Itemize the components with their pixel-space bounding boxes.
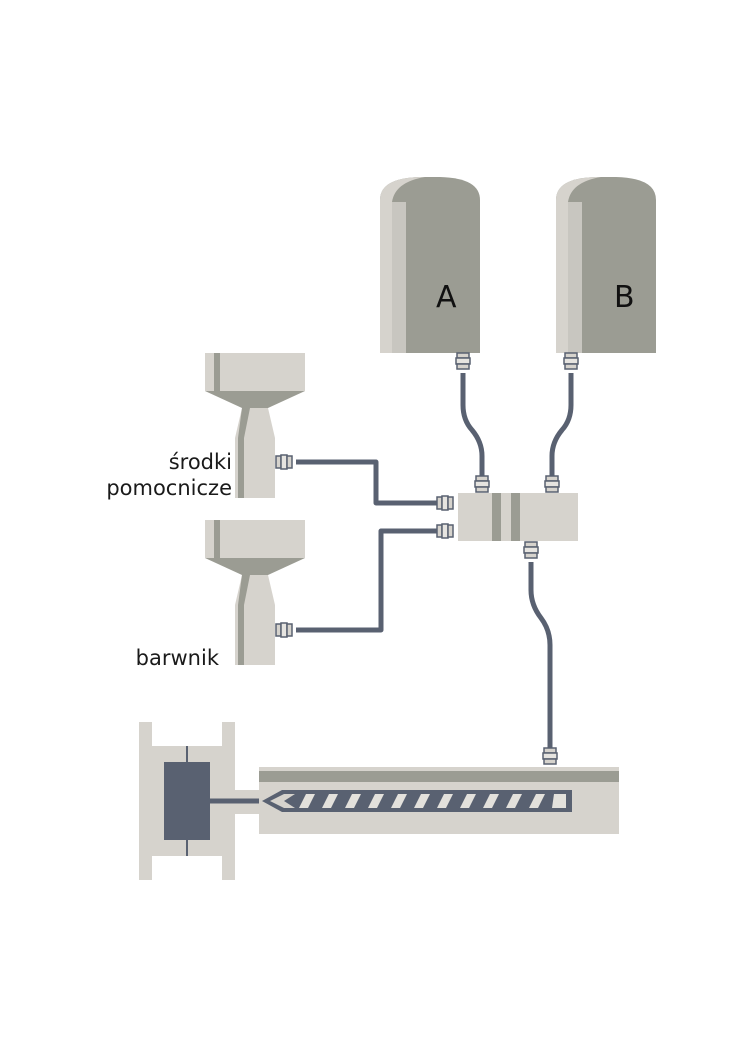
pipe-auxiliary: [296, 459, 437, 506]
pipe-tank-b: [549, 373, 574, 476]
hopper-auxiliary-label: środki pomocnicze: [106, 449, 232, 501]
screw-flights: [299, 794, 566, 808]
pipe-mixer-to-barrel: [528, 562, 553, 748]
pipes: [296, 373, 574, 790]
hopper-colorant: [205, 520, 305, 665]
hopper-auxiliary: [205, 353, 305, 498]
tank-a: [380, 177, 480, 353]
fittings: [275, 352, 579, 765]
barrel: [259, 767, 619, 834]
hopper-auxiliary-label-line1: środki: [168, 450, 232, 474]
tank-b: [556, 177, 656, 353]
tank-a-label: A: [436, 280, 457, 315]
pipe-colorant: [296, 528, 437, 633]
tank-b-label: B: [614, 280, 635, 315]
mold-clamp: [139, 722, 262, 880]
pipe-tank-a: [460, 373, 485, 476]
hopper-colorant-label: barwnik: [135, 646, 219, 670]
hopper-auxiliary-label-line2: pomocnicze: [106, 476, 232, 500]
mixing-head: [458, 493, 578, 541]
